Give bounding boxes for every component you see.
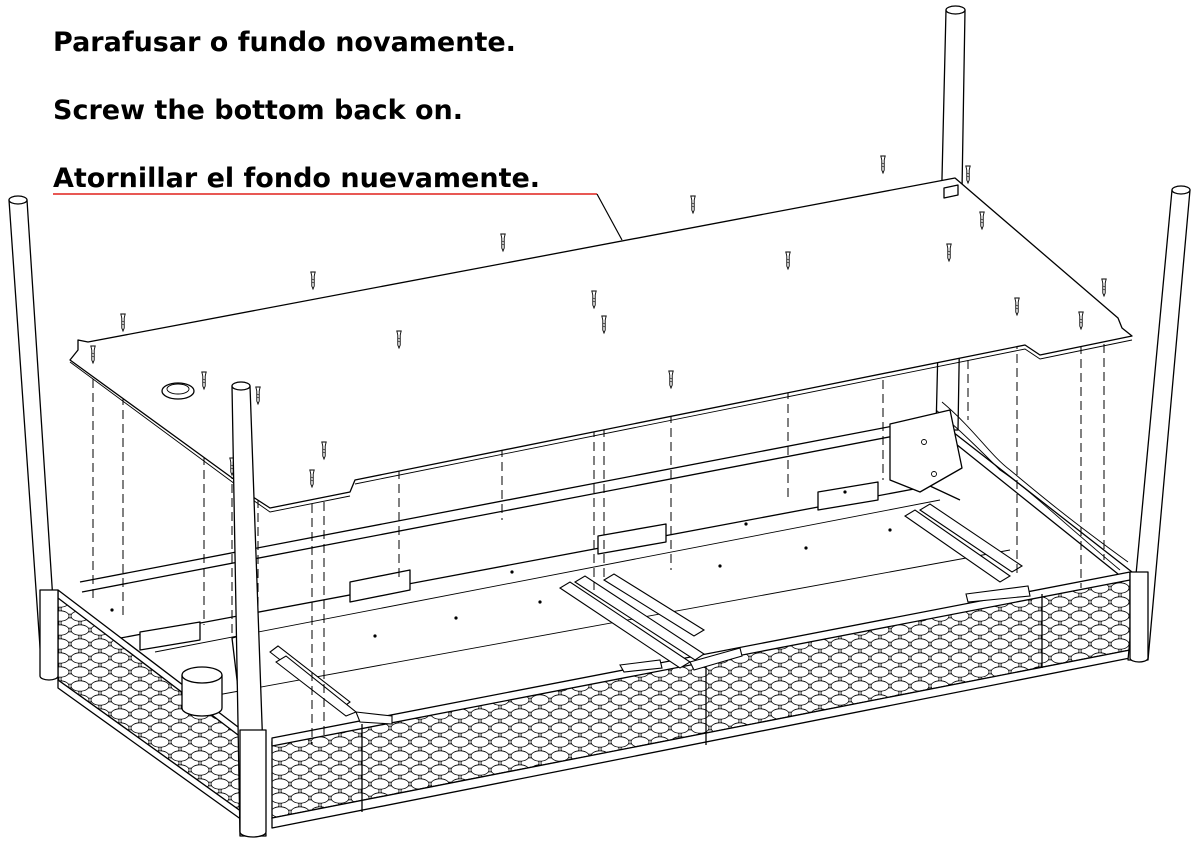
screw — [255, 386, 261, 406]
front-center-leg — [231, 381, 267, 838]
screw — [946, 243, 952, 263]
screw — [785, 251, 791, 271]
screw — [1014, 297, 1020, 317]
front-left-leg — [8, 195, 59, 681]
screw — [1078, 311, 1084, 331]
leader-line — [53, 193, 623, 241]
screw — [591, 290, 597, 310]
screw — [690, 195, 696, 215]
floor-holes — [110, 490, 892, 638]
screw — [396, 330, 402, 350]
instruction-portuguese: Parafusar o fundo novamente. — [53, 27, 516, 58]
front-right-leg — [1127, 185, 1191, 663]
screw — [1101, 278, 1107, 298]
instruction-english: Screw the bottom back on. — [53, 95, 463, 126]
bottom-panel — [69, 177, 1133, 513]
screw — [668, 370, 674, 390]
screw — [120, 313, 126, 333]
screw — [979, 211, 985, 231]
screw — [90, 345, 96, 365]
screw — [309, 469, 315, 489]
drawer-slide — [558, 573, 743, 673]
screw — [500, 233, 506, 253]
screw — [965, 165, 971, 185]
screws — [90, 155, 1107, 489]
drawer-slide — [269, 645, 393, 725]
instruction-spanish: Atornillar el fondo nuevamente. — [53, 163, 541, 194]
front-weave-panel — [271, 577, 1131, 819]
screw — [880, 155, 886, 175]
screw — [310, 271, 316, 291]
screw — [601, 315, 607, 335]
screw — [321, 441, 327, 461]
drawer-slide — [903, 503, 1031, 603]
screw — [201, 371, 207, 391]
